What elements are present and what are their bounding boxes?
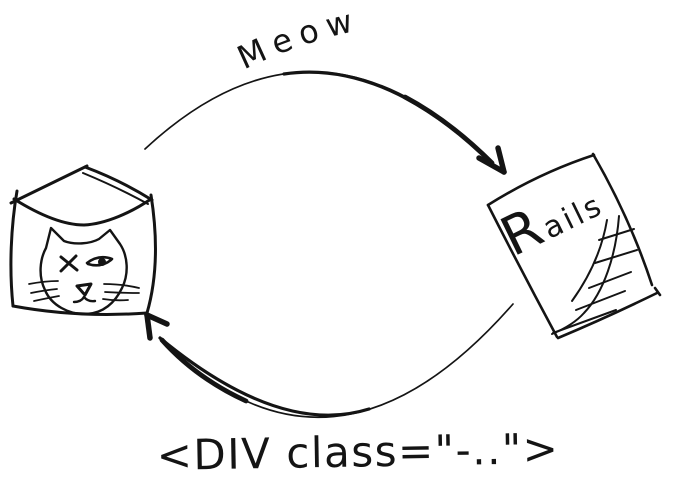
paper-outline [486, 152, 662, 340]
meow-label: Meow [231, 0, 363, 77]
cat-face-icon [28, 226, 140, 316]
railroad-track-icon [551, 215, 638, 335]
arrowhead-left-icon [144, 312, 170, 341]
div-class-arrow [144, 303, 514, 419]
cube-outline [9, 164, 157, 316]
cat-head-outline [39, 226, 128, 316]
rails-paper-icon [486, 152, 662, 340]
meow-arrow [144, 70, 507, 175]
cat-mouth [72, 295, 97, 304]
rails-label: Rails [491, 167, 611, 269]
cat-nose-icon [75, 282, 93, 297]
div-arrow-shaft [159, 303, 514, 419]
cat-left-eye-x-icon [59, 254, 79, 273]
cat-whiskers-right [102, 283, 140, 302]
div-class-label: <DIV class="-.."> [156, 424, 559, 480]
arrowhead-right-icon [476, 145, 507, 175]
cat-right-eye-icon [85, 255, 114, 267]
labels: Meow Rails <DIV class="-.."> [156, 0, 611, 480]
cat-cube-icon [9, 164, 157, 316]
cat-whiskers-left [28, 280, 60, 302]
ink-strokes [9, 70, 662, 419]
